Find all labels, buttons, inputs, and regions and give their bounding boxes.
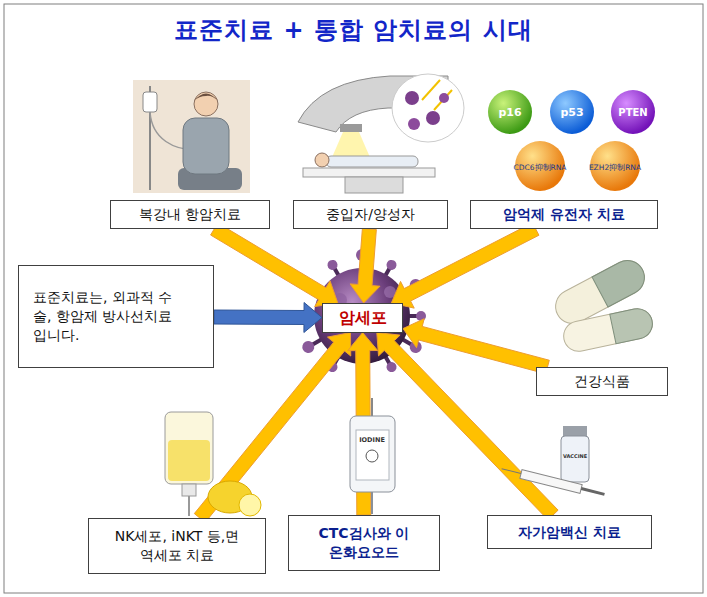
treatment-box: 자가암백신 치료 xyxy=(487,515,652,549)
particle-therapy-illustration xyxy=(298,74,464,193)
iv-tube xyxy=(371,492,373,514)
illustration-background xyxy=(133,80,250,193)
beam-nozzle xyxy=(340,124,362,132)
patient-head xyxy=(315,153,329,167)
vial xyxy=(561,436,589,482)
package-label: IODINE xyxy=(359,436,385,444)
gene-label: p53 xyxy=(560,106,583,119)
treatment-bed xyxy=(303,168,435,177)
node-text: NK세포, iNKT 등,면역세포 치료 xyxy=(113,527,241,565)
treatment-box: 표준치료는, 외과적 수술, 항암제 방사선치료 입니다. xyxy=(18,265,214,368)
block-arrow xyxy=(403,319,549,374)
iodine-iv-illustration xyxy=(350,398,395,514)
diagram-title: 표준치료 + 통합 암치료의 시대 xyxy=(0,14,707,46)
treatment-box: 중입자/양성자 xyxy=(293,200,448,229)
lying-patient xyxy=(326,156,418,167)
block-arrow xyxy=(194,333,350,523)
gene-sphere xyxy=(611,90,655,134)
gene-sphere xyxy=(550,90,594,134)
spike-knob xyxy=(326,258,340,272)
treatment-box: 건강식품 xyxy=(536,367,668,396)
capsule-half xyxy=(592,254,650,307)
immune-iv-illustration xyxy=(165,412,261,516)
capsule-illustration xyxy=(550,254,655,354)
gene-label: CDC6抑制RNA xyxy=(514,163,567,173)
lemon-slice xyxy=(239,494,261,516)
treatment-box: 복강내 항암치료 xyxy=(110,200,270,229)
gene-label: EZH2抑制RNA xyxy=(589,163,641,173)
syringe-plunger xyxy=(581,489,604,495)
node-text: 자가암백신 치료 xyxy=(518,523,621,542)
iv-bag xyxy=(165,412,213,484)
node-text: 암억제 유전자 치료 xyxy=(503,205,625,224)
node-text: 건강식품 xyxy=(574,372,630,391)
node-text: 복강내 항암치료 xyxy=(139,205,241,224)
gene-label: PTEN xyxy=(618,107,647,118)
iv-bag xyxy=(143,92,157,112)
node-text: 암세포 xyxy=(339,307,387,329)
treatment-box: CTC검사와 이온화요오드 xyxy=(288,515,440,571)
node-text: CTC검사와 이온화요오드 xyxy=(312,524,416,562)
capsule-half xyxy=(610,306,655,344)
spike-knob xyxy=(385,258,399,272)
treatment-box: NK세포, iNKT 등,면역세포 치료 xyxy=(88,518,266,574)
capsule xyxy=(561,306,655,354)
drip-chamber xyxy=(182,484,196,496)
block-arrow xyxy=(377,333,558,520)
center-box: 암세포 xyxy=(322,303,403,333)
spike-knob xyxy=(300,339,316,355)
cancer-cell-icon xyxy=(408,118,420,130)
cancer-cell-icon xyxy=(426,111,440,125)
outer-frame xyxy=(4,4,703,593)
bag-label xyxy=(356,430,389,480)
patient-head xyxy=(194,92,218,116)
syringe xyxy=(500,465,605,499)
syringe-barrel xyxy=(520,470,582,494)
treatment-box: 암억제 유전자 치료 xyxy=(470,200,658,229)
cancer-cell-icon xyxy=(439,93,449,103)
vial-cap xyxy=(563,426,587,436)
gene-spheres xyxy=(488,90,655,191)
speech-bubble xyxy=(392,74,464,142)
bag-hanger xyxy=(371,398,373,416)
block-arrow xyxy=(350,228,380,303)
patient-iv-illustration xyxy=(133,80,250,193)
cancer-cell-icon xyxy=(405,91,419,105)
node-text: 표준치료는, 외과적 수술, 항암제 방사선치료 입니다. xyxy=(33,288,183,345)
beam-ray xyxy=(434,90,452,110)
iv-bag xyxy=(350,416,395,492)
iv-tube xyxy=(188,496,190,516)
block-arrow xyxy=(391,223,539,308)
package-label: VACCINE xyxy=(563,453,587,459)
vaccine-illustration xyxy=(500,426,605,499)
bag-symbol xyxy=(366,450,378,462)
patient-torso xyxy=(183,118,229,174)
syringe-needle xyxy=(502,469,521,474)
capsule-shell xyxy=(561,306,655,354)
block-arrow xyxy=(211,223,338,307)
gene-label: p16 xyxy=(498,106,521,119)
beam-ray xyxy=(422,80,440,100)
patient-hair xyxy=(194,94,218,102)
gene-sphere xyxy=(488,90,532,134)
node-text: 중입자/양성자 xyxy=(326,205,415,224)
iv-fluid xyxy=(168,440,210,481)
block-arrow xyxy=(214,302,322,332)
bed-base xyxy=(345,177,403,193)
